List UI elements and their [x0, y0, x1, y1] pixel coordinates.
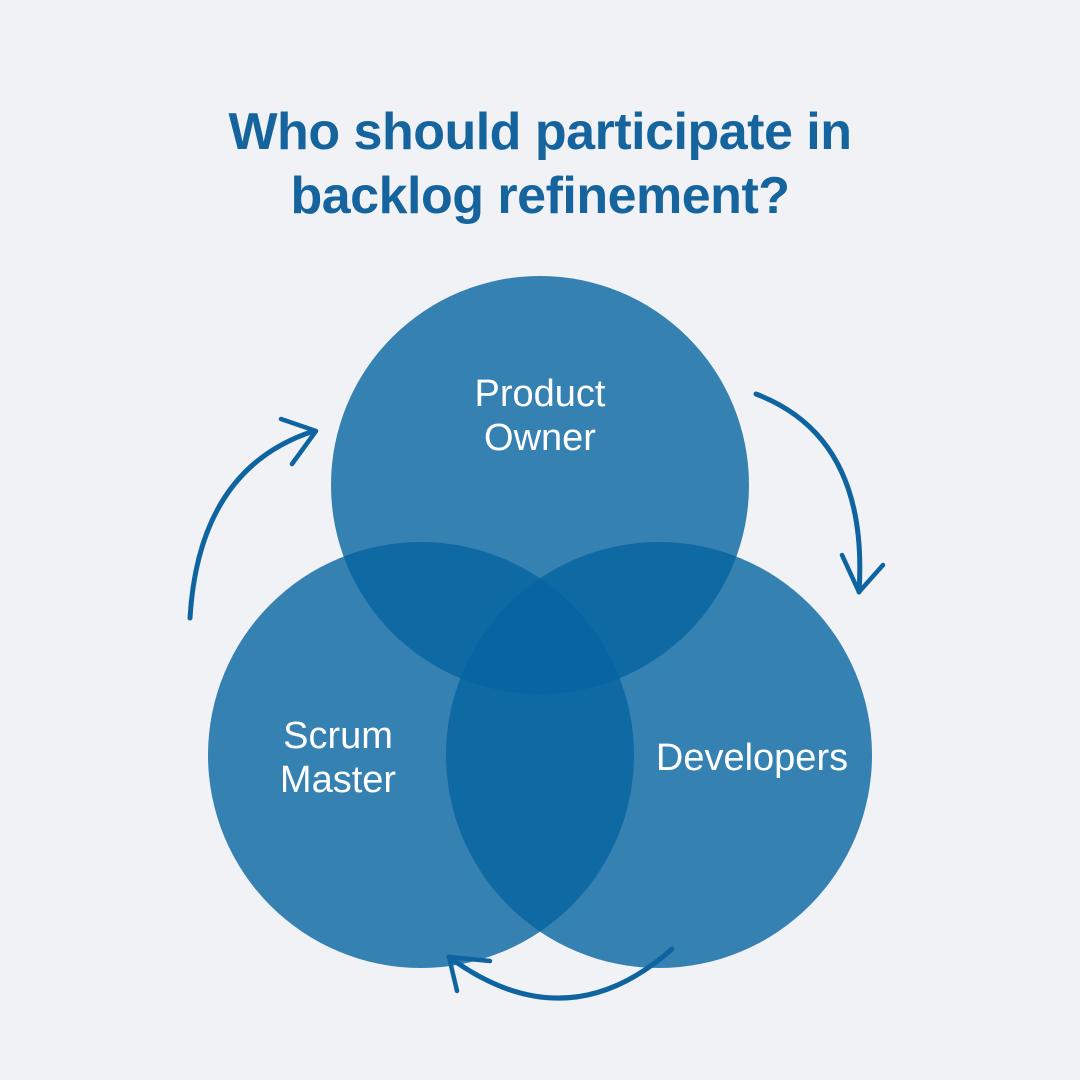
label-product-owner-line-1: Product — [474, 373, 606, 415]
label-scrum-master: Scrum Master — [280, 714, 396, 802]
cycle-arrow-bottom-icon — [446, 946, 675, 1001]
page-title: Who should participate in backlog refine… — [0, 100, 1080, 228]
label-developers: Developers — [656, 736, 848, 780]
cycle-arrow-left-icon — [187, 416, 319, 621]
title-line-2: backlog refinement? — [290, 167, 790, 225]
label-scrum-master-line-2: Master — [279, 759, 397, 801]
venn-circles — [208, 276, 872, 968]
cycle-arrows — [187, 391, 886, 1001]
cycle-arrow-right-icon — [753, 391, 886, 595]
label-product-owner-line-2: Owner — [484, 417, 596, 459]
label-scrum-master-line-1: Scrum — [283, 715, 393, 757]
title-line-1: Who should participate in — [228, 103, 852, 161]
label-developers-line-1: Developers — [655, 737, 849, 779]
label-product-owner: Product Owner — [475, 372, 606, 460]
venn-circle-developers — [446, 542, 872, 968]
